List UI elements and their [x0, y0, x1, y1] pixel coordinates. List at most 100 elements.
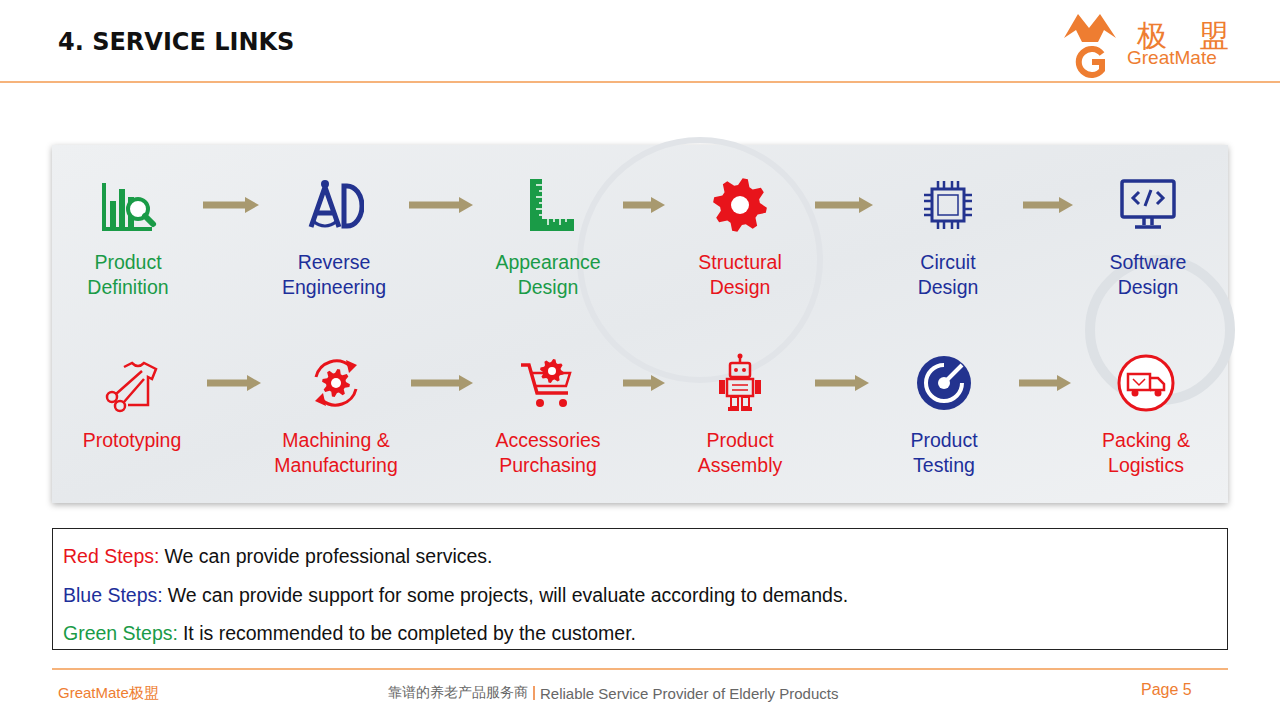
step-node: Machining & Manufacturing	[261, 353, 411, 478]
icon-part	[1119, 356, 1173, 410]
icon-part	[145, 216, 153, 224]
step-node: Reverse Engineering	[259, 175, 409, 300]
step-node: Product Definition	[53, 175, 203, 300]
icon-part	[1128, 374, 1150, 390]
icon-part	[1133, 379, 1145, 385]
icon-part	[107, 392, 117, 402]
flow-arrow	[623, 197, 665, 213]
step-icon-graphic	[306, 353, 366, 413]
icon-part	[311, 187, 339, 227]
step-icon	[518, 353, 578, 413]
flow-arrow	[815, 197, 873, 213]
step-label: Product Testing	[894, 428, 994, 478]
icon-part	[1132, 390, 1139, 397]
step-node: Prototyping	[57, 353, 207, 453]
step-label: Software Design	[1098, 250, 1198, 300]
icon-part	[536, 399, 544, 407]
icon-part	[727, 379, 753, 396]
step-icon-graphic	[710, 175, 770, 235]
legend-text: It is recommended to be completed by the…	[183, 622, 636, 644]
icon-part	[344, 186, 362, 226]
step-label: Product Definition	[73, 250, 183, 300]
step-label: Structural Design	[685, 250, 795, 300]
icon-part	[1150, 378, 1164, 390]
icon-part	[104, 183, 152, 229]
panel-watermark	[580, 140, 820, 380]
step-icon-graphic	[1116, 353, 1176, 413]
icon-part	[731, 196, 749, 214]
flow-arrow	[815, 375, 869, 391]
legend-box: Red Steps:We can provide professional se…	[52, 528, 1228, 650]
slide-label: Page 5	[1141, 681, 1192, 699]
slide-label: GreatMate	[1127, 47, 1217, 69]
step-icon-graphic	[710, 353, 770, 413]
icon-part	[540, 359, 564, 383]
step-icon	[918, 175, 978, 235]
icon-part	[924, 181, 972, 229]
step-icon	[518, 175, 578, 235]
flow-arrow	[1019, 375, 1071, 391]
icon-part	[730, 363, 750, 377]
step-icon	[304, 175, 364, 235]
footer-slogan-text: 靠谱的养老产品服务商	[388, 684, 528, 702]
step-icon-graphic	[1118, 175, 1178, 235]
icon-part	[713, 178, 767, 232]
icon-part	[119, 189, 125, 227]
step-icon-graphic	[102, 353, 162, 413]
steps-panel	[52, 145, 1228, 503]
flow-arrow	[207, 375, 261, 391]
step-node: Software Design	[1073, 175, 1223, 300]
footer-rule	[52, 668, 1228, 670]
legend-text: We can provide support for some projects…	[168, 584, 848, 606]
icon-part	[917, 356, 971, 410]
icon-part	[719, 380, 725, 394]
icon-part	[932, 189, 964, 221]
legend-key: Red Steps:	[63, 545, 159, 567]
step-node: Product Testing	[869, 353, 1019, 478]
icon-part	[731, 397, 738, 407]
legend-row: Blue Steps:We can provide support for so…	[63, 583, 848, 607]
step-label: Appearance Design	[492, 250, 604, 300]
logo-eagle	[1064, 14, 1116, 42]
icon-part	[331, 378, 341, 388]
icon-part	[536, 185, 566, 225]
step-label: Prototyping	[67, 428, 197, 453]
step-icon	[102, 353, 162, 413]
slide-title: 4. SERVICE LINKS	[58, 28, 294, 56]
step-label: Machining & Manufacturing	[266, 428, 406, 478]
step-node: Product Assembly	[665, 353, 815, 478]
icon-part	[110, 201, 116, 227]
step-label: Reverse Engineering	[278, 250, 390, 300]
icon-part	[322, 389, 356, 405]
legend-row: Red Steps:We can provide professional se…	[63, 544, 493, 568]
legend-row: Green Steps:It is recommended to be comp…	[63, 621, 636, 645]
icon-part	[116, 371, 144, 402]
step-icon	[710, 175, 770, 235]
icon-part	[732, 385, 748, 390]
icon-part	[1135, 217, 1161, 227]
icon-part	[741, 407, 752, 411]
icon-part	[1133, 190, 1163, 206]
icon-part	[728, 407, 739, 411]
slogan-divider	[528, 684, 540, 702]
icon-part	[755, 380, 761, 394]
step-icon-graphic	[304, 175, 364, 235]
flow-arrow	[409, 197, 473, 213]
step-icon	[1118, 175, 1178, 235]
logo-mark	[1064, 14, 1116, 75]
icon-part	[738, 354, 743, 359]
icon-part	[938, 195, 958, 215]
step-icon-graphic	[914, 353, 974, 413]
step-icon-graphic	[98, 175, 158, 235]
step-node: Packing & Logistics	[1071, 353, 1221, 478]
step-node: Structural Design	[665, 175, 815, 300]
slide-label: GreatMate极盟	[58, 684, 159, 703]
step-icon	[98, 175, 158, 235]
icon-part	[734, 368, 738, 372]
icon-part	[321, 180, 329, 188]
step-icon-graphic	[518, 175, 578, 235]
icon-part	[115, 401, 125, 411]
icon-part	[548, 367, 556, 375]
legend-key: Green Steps:	[63, 622, 178, 644]
